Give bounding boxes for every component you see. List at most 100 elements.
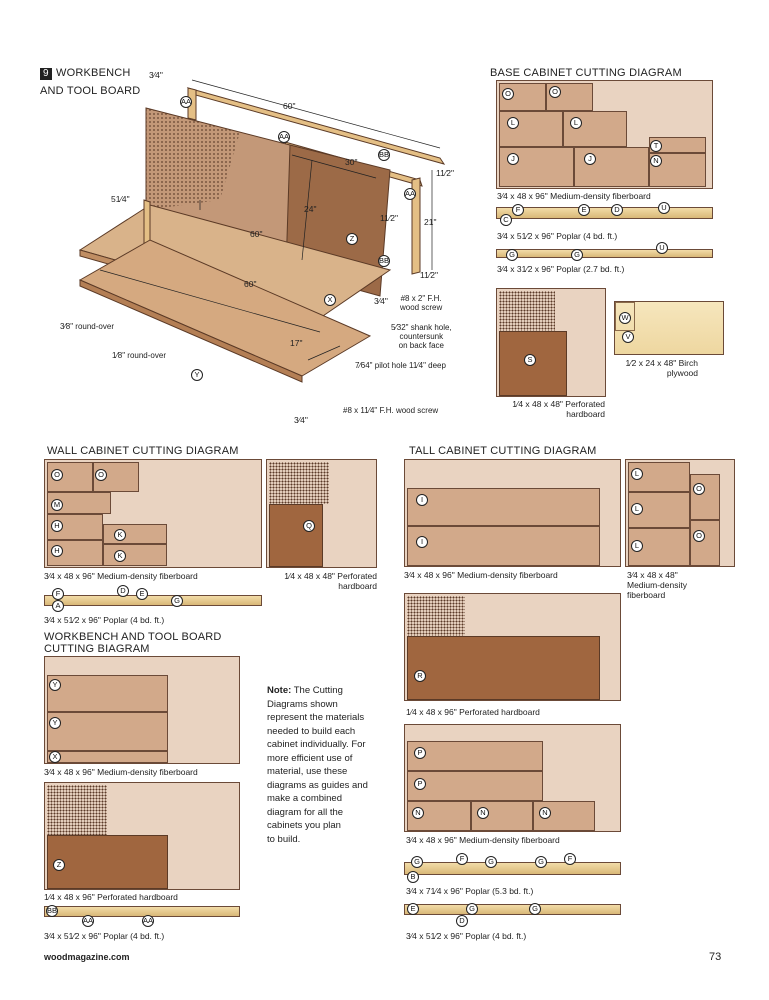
- base-poplar1-board: [496, 207, 713, 219]
- tall-poplar2-d: D: [456, 915, 468, 927]
- dim-34-top: 3⁄4": [149, 70, 163, 80]
- workbench-mdf-caption: 3⁄4 x 48 x 96" Medium-density fiberboard: [44, 767, 198, 777]
- note-line-10: diagram for all the: [267, 806, 344, 818]
- base-part-v: V: [622, 331, 634, 343]
- workbench-piece-y2: [47, 712, 168, 751]
- wall-part-o2: O: [95, 469, 107, 481]
- tall-hardboard-perf: [407, 596, 465, 636]
- wall-mdf-sheet: [44, 459, 262, 568]
- dim-112-c: 11⁄2": [420, 270, 438, 280]
- workbench-cutting-title-line1: WORKBENCH AND TOOL BOARD: [44, 631, 222, 643]
- tall-part-n3: N: [539, 807, 551, 819]
- note-line-12: to build.: [267, 833, 301, 845]
- callout-screw-114: #8 x 11⁄4" F.H. wood screw: [343, 406, 439, 415]
- right-stile: [411, 177, 421, 275]
- wall-part-k1: K: [114, 529, 126, 541]
- dim-34-bot: 3⁄4": [294, 415, 308, 425]
- base-part-t: T: [650, 140, 662, 152]
- wall-piece-m: [47, 492, 111, 514]
- base-poplar2-u: U: [656, 242, 668, 254]
- footer-site: woodmagazine.com: [44, 952, 130, 962]
- callout-screw-2: #8 x 2" F.H. wood screw: [400, 294, 442, 312]
- base-part-l2: L: [570, 117, 582, 129]
- wall-poplar-d: D: [117, 585, 129, 597]
- base-poplar1-f: F: [512, 204, 524, 216]
- base-birch-caption: 1⁄2 x 24 x 48" Birch plywood: [612, 358, 698, 378]
- tall-piece-i2: [407, 526, 600, 566]
- wall-cabinet-title: WALL CABINET CUTTING DIAGRAM: [47, 445, 239, 457]
- tall-part-l1: L: [631, 468, 643, 480]
- callout-screw-2-line2: wood screw: [400, 303, 443, 312]
- tall-mdf-sheet: [404, 459, 621, 567]
- base-birch-sheet: [614, 301, 724, 355]
- base-poplar1-c: C: [500, 214, 512, 226]
- note-line-7: material, use these: [267, 766, 348, 777]
- tall-piece-p2: [407, 771, 543, 801]
- wall-part-h2: H: [51, 545, 63, 557]
- callout-shank-hole-line2: countersunk: [399, 332, 444, 341]
- workbench-hardboard-caption: 1⁄4 x 48 x 96" Perforated hardboard: [44, 892, 178, 902]
- tall-mdf2-caption: 3⁄4 x 48 x 96" Medium-density fiberboard: [406, 835, 560, 845]
- workbench-piece-x: [47, 751, 168, 763]
- note-line-5: cabinet individually. For: [267, 739, 366, 750]
- wall-mdf-caption: 3⁄4 x 48 x 96" Medium-density fiberboard: [44, 571, 198, 581]
- base-hardboard-perf: [499, 291, 555, 331]
- wall-hardboard-caption: 1⁄4 x 48 x 48" Perforated hardboard: [268, 571, 377, 591]
- tall-cabinet-title: TALL CABINET CUTTING DIAGRAM: [409, 445, 597, 457]
- left-stile: [187, 87, 197, 121]
- part-z: Z: [346, 233, 358, 245]
- tall-piece-i1: [407, 488, 600, 526]
- dim-514: 51⁄4": [111, 194, 130, 204]
- base-piece-l2: [563, 111, 627, 147]
- tall-mdf48-caption-line3: fiberboard: [627, 590, 666, 600]
- dim-21: 21": [424, 217, 437, 227]
- note-line-3: represent the materials: [267, 712, 365, 723]
- wall-part-o1: O: [51, 469, 63, 481]
- workbench-part-x: X: [49, 751, 61, 763]
- note-line-6: more efficient use of: [267, 752, 353, 764]
- part-bb-2: BB: [378, 255, 390, 267]
- tall-poplar2-board: [404, 904, 621, 915]
- tall-piece-o1: [690, 474, 720, 520]
- tool-board-dots: [146, 108, 240, 210]
- wall-poplar-caption: 3⁄4 x 51⁄2 x 96" Poplar (4 bd. ft.): [44, 615, 165, 625]
- base-part-s: S: [524, 354, 536, 366]
- tall-mdf-caption: 3⁄4 x 48 x 96" Medium-density fiberboard: [404, 570, 558, 580]
- workbench-poplar-aa2: AA: [142, 915, 154, 927]
- tall-part-n1: N: [412, 807, 424, 819]
- base-poplar2-g2: G: [571, 249, 583, 261]
- dim-112-a: 11⁄2": [436, 168, 454, 178]
- base-part-o1: O: [502, 88, 514, 100]
- note-line-9: make a combined: [267, 793, 342, 804]
- part-aa-1: AA: [180, 96, 192, 108]
- callout-roundover-18: 1⁄8" round-over: [112, 351, 166, 360]
- workbench-part-z: Z: [53, 859, 65, 871]
- callout-roundover-38: 3⁄8" round-over: [60, 322, 114, 331]
- tall-hardboard-caption: 1⁄4 x 48 x 96" Perforated hardboard: [406, 707, 540, 717]
- figure-title-line2: AND TOOL BOARD: [40, 85, 141, 97]
- figure-title-line1: WORKBENCH: [56, 67, 131, 79]
- note-label: Note:: [267, 685, 292, 696]
- workbench-cutting-title: WORKBENCH AND TOOL BOARD CUTTING BIAGRAM: [44, 631, 222, 655]
- dim-34-mid: 3⁄4": [374, 296, 388, 306]
- wall-poplar-board: [44, 595, 262, 606]
- base-poplar2-caption: 3⁄4 x 31⁄2 x 96" Poplar (2.7 bd. ft.): [497, 264, 625, 274]
- callout-shank-hole-line1: 5⁄32" shank hole,: [391, 323, 452, 332]
- tall-mdf48-caption-line2: Medium-density: [627, 580, 687, 590]
- tall-part-l2: L: [631, 503, 643, 515]
- tall-part-r: R: [414, 670, 426, 682]
- part-aa-3: AA: [404, 188, 416, 200]
- tall-part-o1: O: [693, 483, 705, 495]
- tall-poplar1-g3: G: [535, 856, 547, 868]
- dim-60-mid: 60": [250, 229, 263, 239]
- callout-shank-hole: 5⁄32" shank hole, countersunk on back fa…: [391, 323, 452, 350]
- tall-poplar1-g1: G: [411, 856, 423, 868]
- tall-hardboard-sheet: [404, 593, 621, 701]
- callout-screw-2-line1: #8 x 2" F.H.: [400, 294, 442, 303]
- base-birch-piece-w: [615, 302, 635, 331]
- base-part-w: W: [619, 312, 631, 324]
- wall-poplar-e: E: [136, 588, 148, 600]
- tall-poplar1-f2: F: [564, 853, 576, 865]
- tall-poplar1-caption: 3⁄4 x 71⁄4 x 96" Poplar (5.3 bd. ft.): [406, 886, 534, 896]
- figure-number: 9: [40, 68, 52, 80]
